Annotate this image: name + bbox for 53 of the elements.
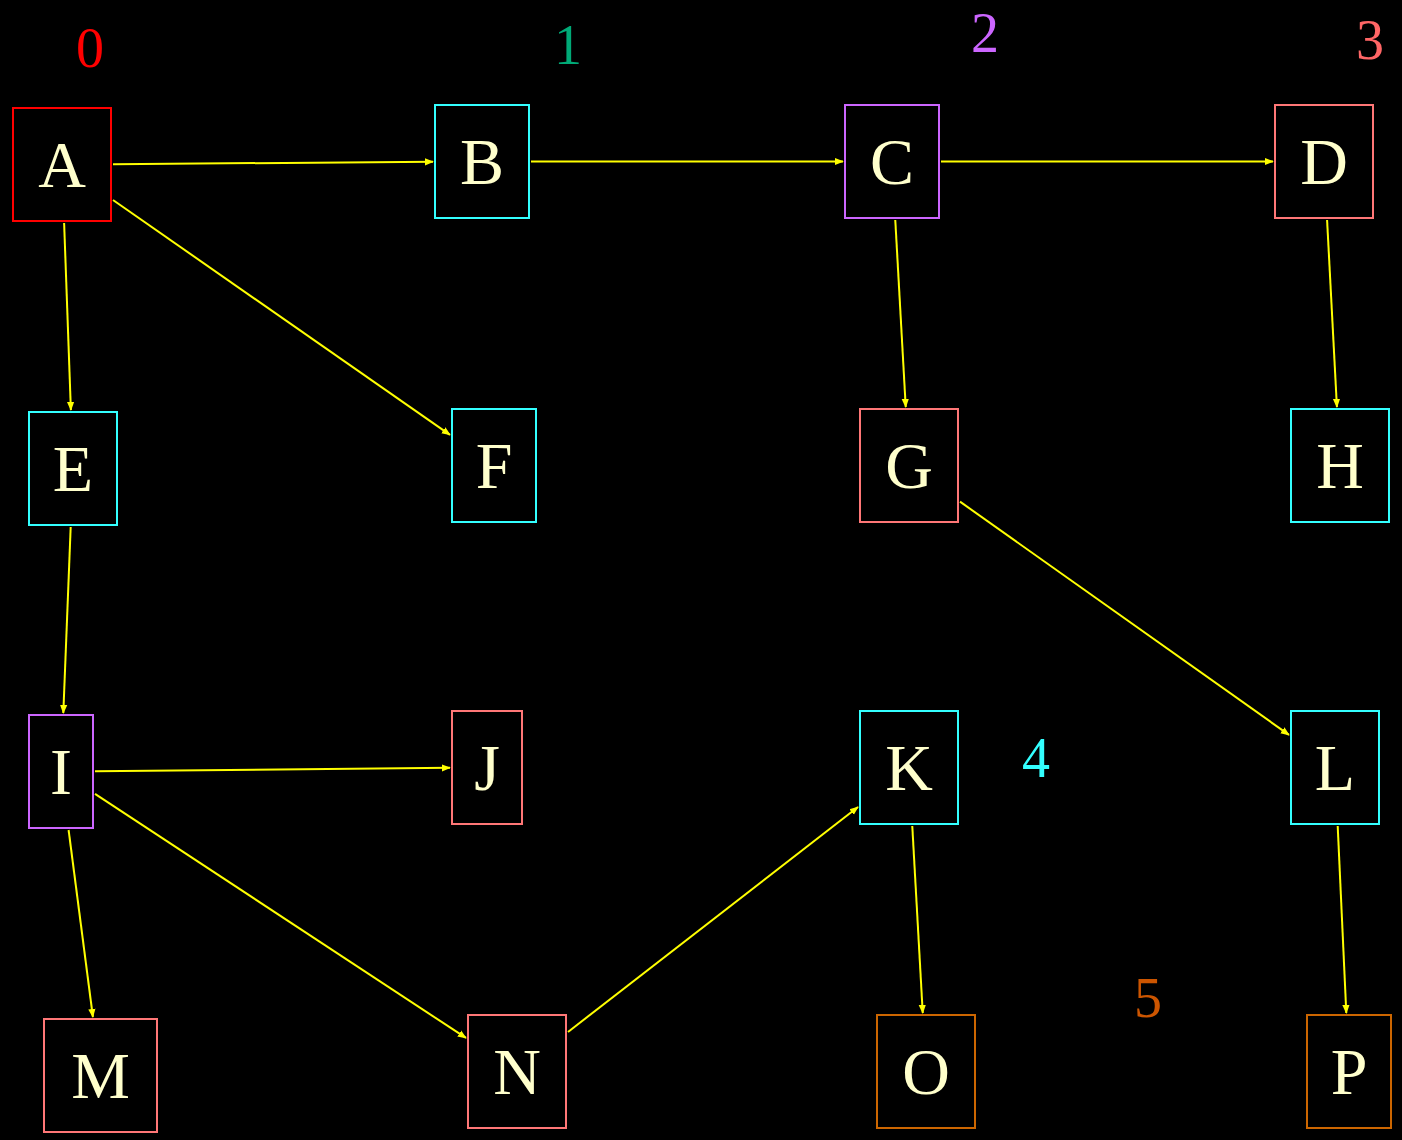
letter-box: [28, 411, 118, 526]
letter-box: [1274, 104, 1374, 219]
node-letter: D: [1300, 128, 1348, 195]
node-letter: B: [460, 128, 504, 195]
arrow: [67, 829, 96, 1018]
node-letter: C: [870, 128, 914, 195]
node-letter: J: [474, 734, 500, 801]
node-letter: F: [475, 432, 513, 499]
node-letter: I: [50, 738, 72, 805]
group-number: 0: [76, 20, 104, 76]
letter-box: [859, 408, 959, 523]
letter-box: [1306, 1014, 1392, 1129]
node-letter: K: [885, 734, 933, 801]
node-letter: A: [38, 131, 86, 198]
node-letter: N: [493, 1038, 541, 1105]
arrow: [112, 199, 451, 436]
arrow: [567, 806, 859, 1033]
group-number: 5: [1134, 970, 1162, 1026]
group-number: 1: [554, 17, 582, 73]
arrow: [530, 157, 844, 166]
arrow: [940, 157, 1274, 166]
node-letter: H: [1316, 432, 1364, 499]
letter-box: [467, 1014, 567, 1129]
letter-box: [28, 714, 94, 829]
node-letter: L: [1314, 734, 1356, 801]
node-letter: O: [902, 1038, 950, 1105]
node-letter: G: [885, 432, 933, 499]
arrow: [94, 764, 451, 773]
arrow: [959, 500, 1290, 736]
node-letter: E: [52, 435, 94, 502]
letter-box: [43, 1018, 158, 1133]
group-number: 3: [1356, 12, 1384, 68]
arrow: [112, 158, 434, 166]
letter-box: [859, 710, 959, 825]
letter-box: [1290, 408, 1390, 523]
arrow: [1326, 219, 1341, 408]
letter-box: [12, 107, 112, 222]
arrow: [63, 222, 75, 411]
arrow: [911, 825, 926, 1014]
letter-box: [1290, 710, 1380, 825]
letter-box: [451, 408, 537, 523]
node-letter: M: [71, 1042, 130, 1109]
group-number: 2: [971, 5, 999, 61]
letter-box: [451, 710, 523, 825]
letter-box: [876, 1014, 976, 1129]
arrow: [94, 792, 467, 1039]
arrow: [1336, 825, 1350, 1014]
letter-box: [844, 104, 940, 219]
letter-box: [434, 104, 530, 219]
group-number: 4: [1022, 730, 1050, 786]
arrow: [894, 219, 909, 408]
arrow: [60, 526, 72, 714]
node-letter: P: [1330, 1038, 1368, 1105]
